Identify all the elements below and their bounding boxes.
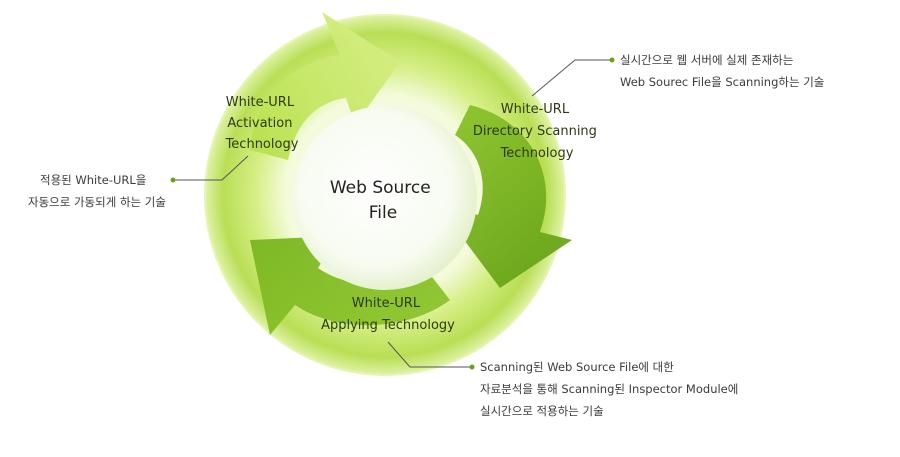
- segment-directory-line-3: Technology: [500, 146, 574, 161]
- segment-label-activation: White-URL Activation Technology: [225, 95, 299, 152]
- connector-dot-bottom: [469, 364, 475, 370]
- note-bottom-line-1: Scanning된 Web Source File에 대한: [480, 360, 674, 374]
- note-left: 적용된 White-URL을 자동으로 가동되게 하는 기술: [28, 173, 166, 209]
- segment-directory-line-2: Directory Scanning: [473, 124, 597, 139]
- cycle-arrow-top: [250, 12, 400, 160]
- segment-applying-line-2: Applying Technology: [321, 318, 455, 333]
- note-bottom-line-2: 자료분석을 통해 Scanning된 Inspector Module에: [480, 382, 738, 396]
- segment-directory-line-1: White-URL: [501, 102, 570, 117]
- segment-applying-line-1: White-URL: [352, 296, 421, 311]
- note-bottom: Scanning된 Web Source File에 대한 자료분석을 통해 S…: [480, 360, 742, 418]
- segment-activation-line-1: White-URL: [226, 95, 295, 110]
- segment-activation-line-2: Activation: [227, 116, 292, 131]
- note-right-top-line-2: Web Sourec File을 Scanning하는 기술: [620, 75, 824, 89]
- segment-activation-line-3: Technology: [225, 137, 299, 152]
- note-bottom-line-3: 실시간으로 적용하는 기술: [480, 404, 604, 418]
- segment-label-applying: White-URL Applying Technology: [321, 296, 455, 333]
- center-label-line-2: File: [369, 203, 397, 223]
- note-right-top: 실시간으로 웹 서버에 실제 존재하는 Web Sourec File을 Sca…: [620, 53, 824, 89]
- connector-right-top: [531, 59, 612, 97]
- connector-left: [175, 155, 249, 181]
- center-label-line-1: Web Source: [330, 178, 431, 198]
- note-left-line-1: 적용된 White-URL을: [40, 173, 146, 187]
- note-left-line-2: 자동으로 가동되게 하는 기술: [28, 195, 166, 209]
- ring-highlight: [204, 14, 566, 376]
- center-label: Web Source File: [330, 178, 436, 223]
- connector-bottom: [387, 341, 470, 368]
- cycle-arrow-left: [250, 236, 450, 335]
- connector-dot-right-top: [609, 57, 615, 63]
- connector-dot-left: [170, 177, 176, 183]
- segment-label-directory: White-URL Directory Scanning Technology: [473, 102, 601, 161]
- cycle-arrow-right: [438, 105, 572, 288]
- note-right-top-line-1: 실시간으로 웹 서버에 실제 존재하는: [620, 53, 793, 67]
- center-circle: [293, 106, 477, 290]
